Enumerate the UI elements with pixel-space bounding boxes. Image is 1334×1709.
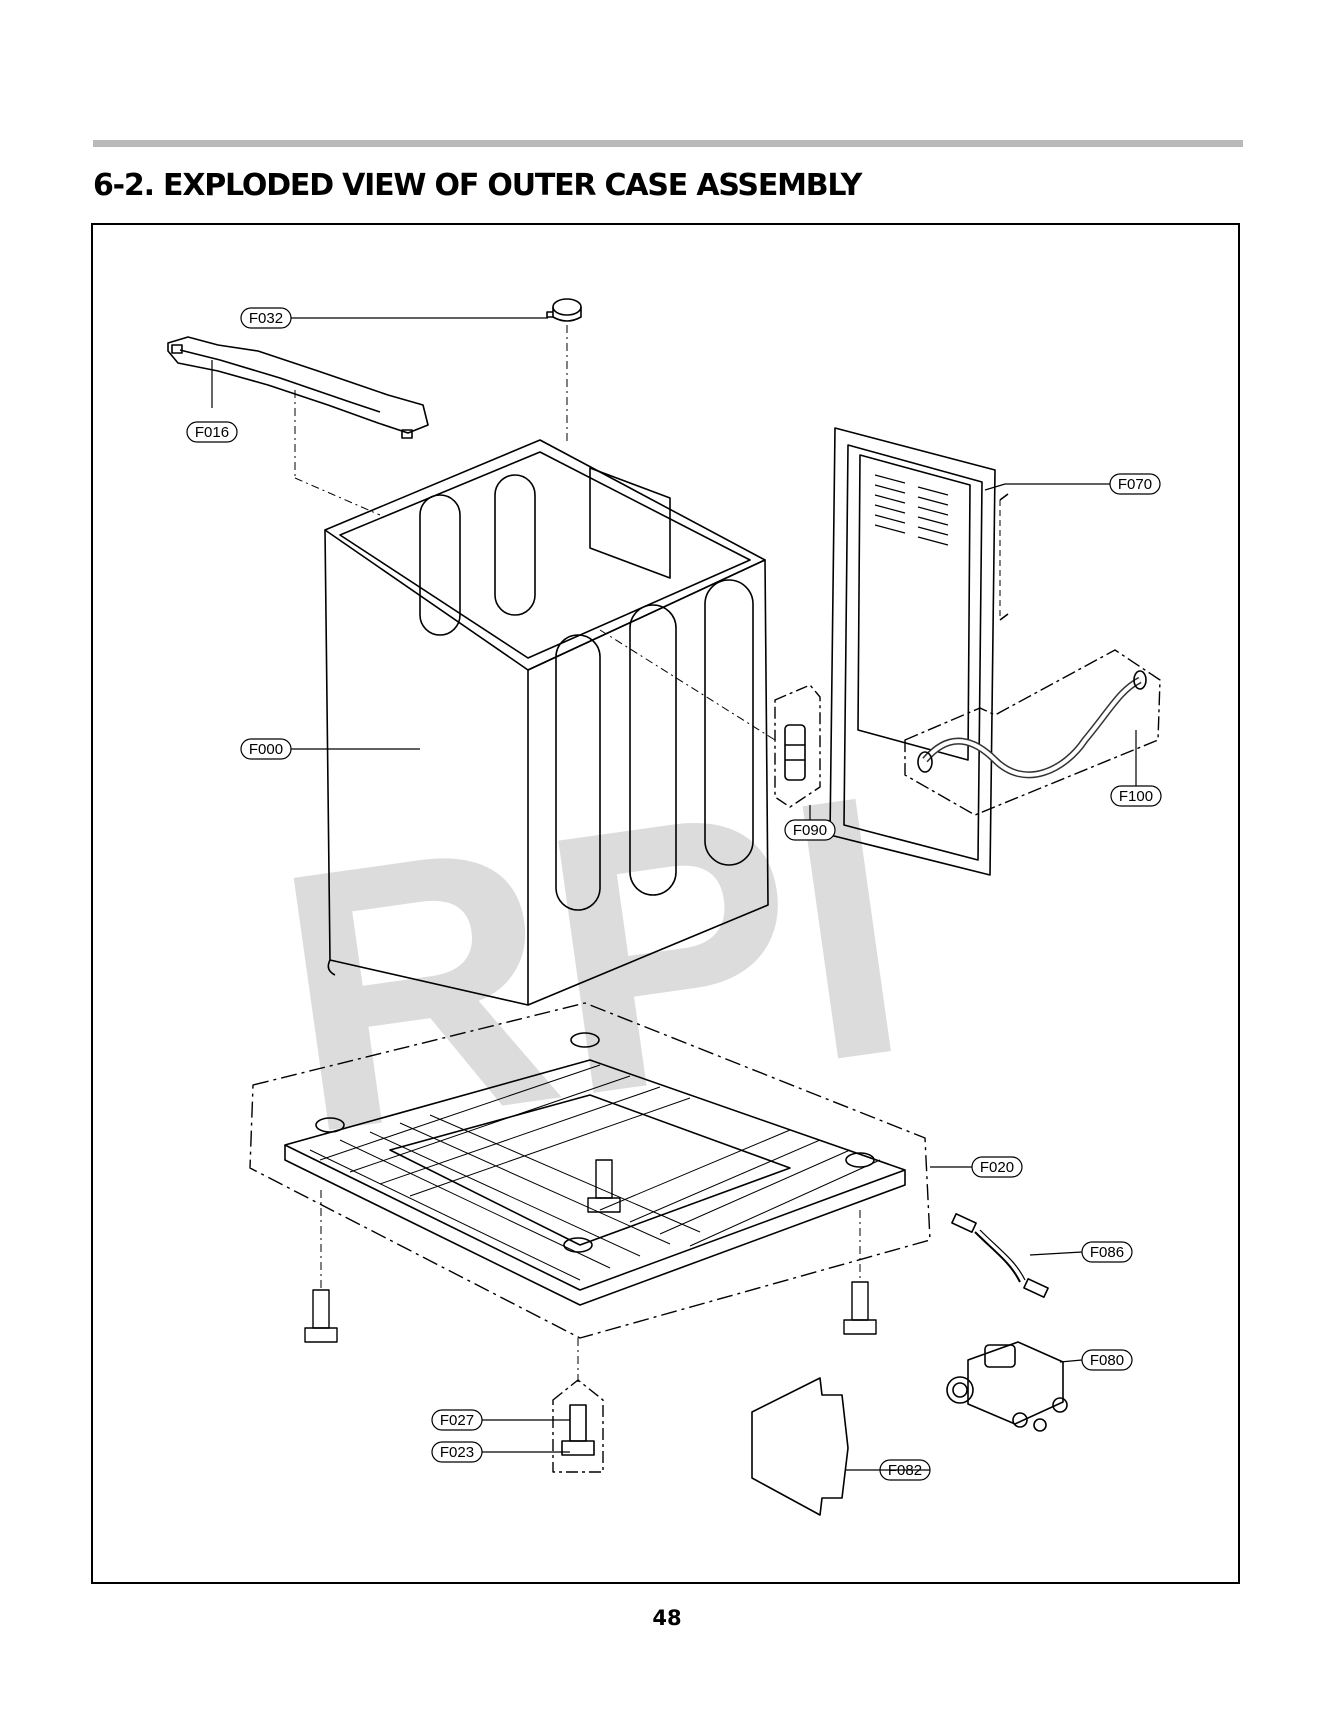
- outer-cabinet-part: [324, 439, 776, 1006]
- top-bracket-part: [167, 336, 429, 516]
- drain-pump-part: [946, 1341, 1068, 1432]
- callout-f080: F080: [1081, 1349, 1133, 1371]
- base-frame-part: [249, 1002, 931, 1385]
- svg-text:F032: F032: [249, 310, 283, 327]
- callout-links: [482, 1419, 930, 1471]
- drain-hose-part: [904, 649, 1161, 816]
- rear-panel-part: [829, 427, 1009, 876]
- page-number: 48: [652, 1606, 682, 1630]
- callout-f100: F100: [1110, 785, 1162, 807]
- callout-f000: F000: [240, 738, 292, 760]
- callout-f090: F090: [784, 819, 836, 841]
- callout-f023: F023: [431, 1441, 483, 1463]
- insulator-sheet-part: [751, 1377, 849, 1516]
- svg-text:F023: F023: [440, 1444, 474, 1461]
- header-rule: [93, 140, 1243, 147]
- callout-f086: F086: [1081, 1241, 1133, 1263]
- callout-f020: F020: [971, 1156, 1023, 1178]
- callout-f027: F027: [431, 1409, 483, 1431]
- page-title: 6-2. EXPLODED VIEW OF OUTER CASE ASSEMBL…: [93, 168, 862, 203]
- svg-text:F020: F020: [980, 1159, 1014, 1176]
- svg-text:F100: F100: [1119, 788, 1153, 805]
- callout-f070: F070: [1109, 473, 1161, 495]
- svg-text:F000: F000: [249, 741, 283, 758]
- watermark: RPI: [258, 717, 926, 1212]
- svg-text:F080: F080: [1090, 1352, 1124, 1369]
- wire-harness-part: [951, 1213, 1049, 1298]
- leader-lines: [211, 317, 1137, 1471]
- sensor-part: [774, 684, 821, 808]
- clamp-part: [546, 298, 582, 445]
- svg-text:F016: F016: [195, 424, 229, 441]
- leveling-leg-part: [552, 1379, 604, 1473]
- callout-f032: F032: [240, 307, 292, 329]
- svg-text:F027: F027: [440, 1412, 474, 1429]
- callout-f016: F016: [186, 421, 238, 443]
- svg-text:F070: F070: [1118, 476, 1152, 493]
- svg-text:F086: F086: [1090, 1244, 1124, 1261]
- svg-text:F090: F090: [793, 822, 827, 839]
- diagram-frame: [91, 223, 1240, 1584]
